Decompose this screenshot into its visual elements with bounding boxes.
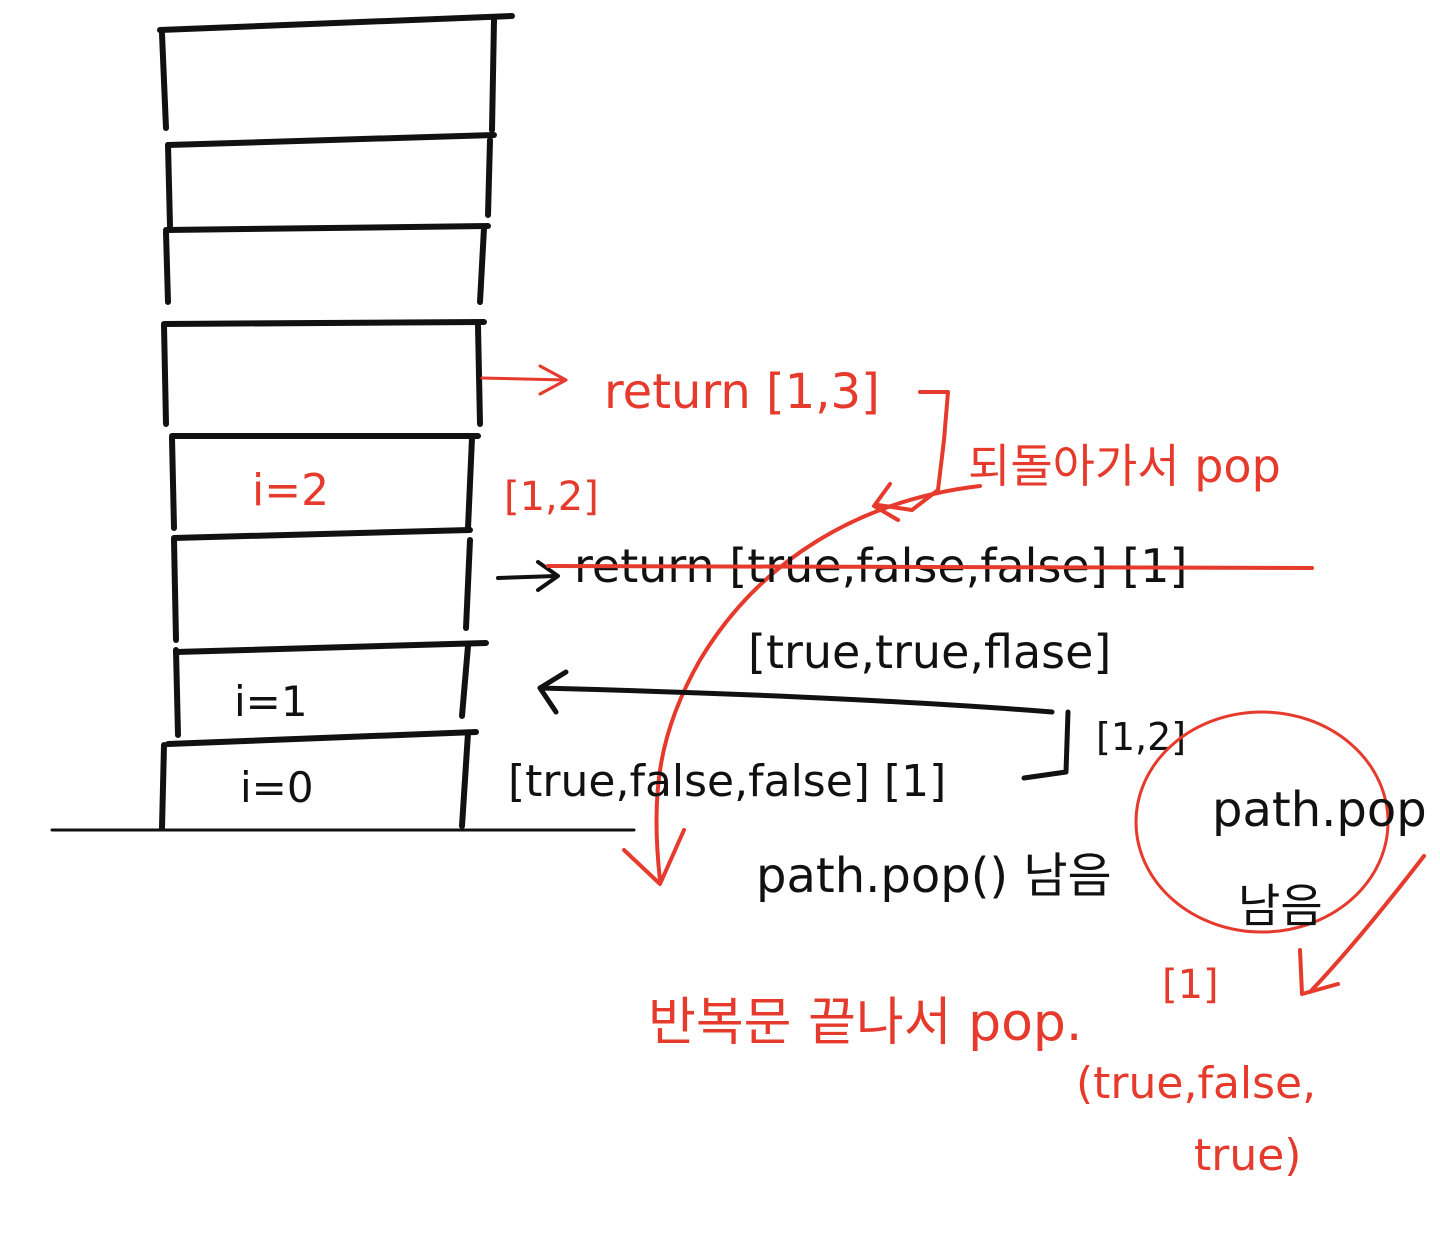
return-13-connector-head (872, 482, 900, 522)
frame-label-i0: i=0 (240, 763, 314, 812)
right-red-arrow-head (1298, 948, 1340, 996)
frame-divider-6 (173, 640, 489, 655)
return-13-connector (876, 390, 950, 512)
true-false-true-line2: true) (1194, 1130, 1301, 1181)
true-true-flase-label: [true,true,flase] (748, 625, 1111, 679)
arrow-to-return-struck (496, 560, 560, 592)
frame-label-i2: i=2 (252, 465, 329, 516)
loop-end-pop-label: 반복문 끝나서 pop. (648, 993, 1082, 1053)
stack-right-edge (459, 17, 497, 829)
true-false-true-line1: (true,false, (1076, 1058, 1316, 1109)
return-arrow-to-i1 (537, 669, 1071, 781)
strikethrough-line (546, 564, 1314, 570)
arr-12-black-label: [1,2] (1096, 715, 1186, 759)
path-pop-circle-line1: path.pop (1212, 782, 1427, 838)
arr-12-red-label: [1,2] (504, 474, 599, 520)
arrow-to-return-13 (480, 364, 568, 396)
frame-divider-5 (171, 527, 473, 541)
path-pop-circle (1134, 710, 1390, 934)
stack-left-edge (159, 31, 181, 831)
frame-divider-7 (165, 729, 479, 747)
stack-top-line (157, 13, 515, 33)
red-curve-arrow (654, 484, 982, 882)
frame-divider-3 (161, 319, 487, 327)
frame-divider-2 (163, 223, 491, 233)
call-stack (50, 13, 636, 832)
path-pop-left-label: path.pop() 남음 (756, 848, 1112, 904)
go-back-pop-label: 되돌아가서 pop (968, 439, 1281, 493)
right-red-arrow (1308, 854, 1426, 994)
return-13-label: return [1,3] (604, 364, 880, 420)
path-pop-circle-line2: 남음 (1238, 879, 1323, 933)
true-false-false-1-label: [true,false,false] [1] (508, 756, 946, 807)
arr-1-red-label: [1] (1162, 962, 1219, 1008)
red-curve-arrow-head (622, 828, 686, 886)
frame-label-i1: i=1 (234, 677, 308, 726)
frame-divider-1 (165, 132, 497, 148)
